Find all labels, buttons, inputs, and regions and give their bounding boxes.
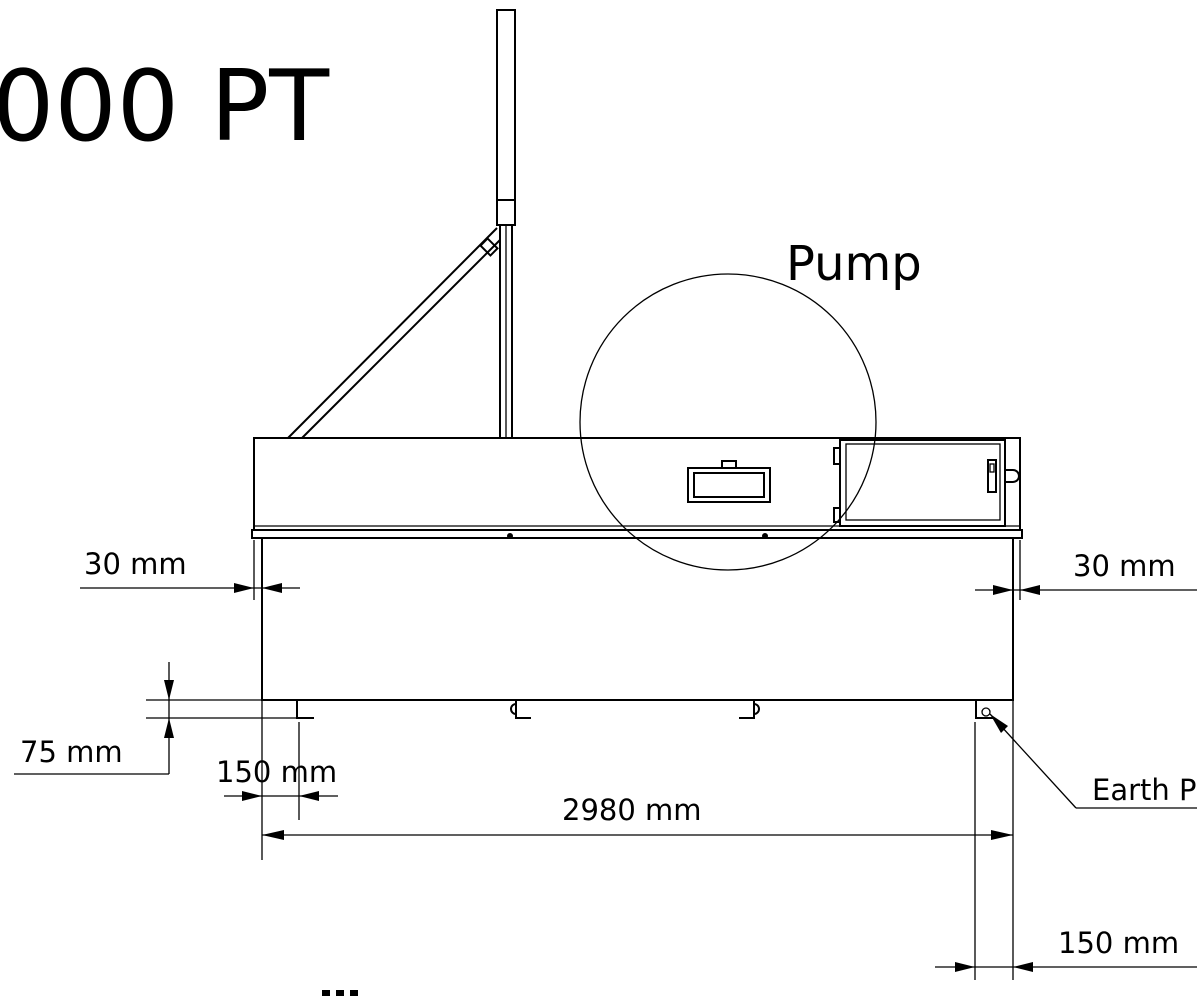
- dim-foot-height-label: 75 mm: [20, 735, 123, 769]
- mast: [479, 9, 516, 438]
- drawing-title: 000 PT: [0, 50, 330, 164]
- cropped-bottom-text: [322, 990, 358, 996]
- diagonal-strut: [287, 227, 501, 439]
- tank-feet: [296, 700, 994, 719]
- dim-foot-inset-left-label: 150 mm: [216, 755, 337, 789]
- dim-offset-right-label: 30 mm: [1073, 549, 1176, 583]
- handle: [687, 460, 771, 503]
- dimension-offset-right: 30 mm: [975, 549, 1197, 595]
- pump-cabinet: [833, 439, 1020, 527]
- tank-upper-housing: [251, 437, 1023, 539]
- dim-foot-inset-right-label: 150 mm: [1058, 926, 1179, 960]
- earth-point-callout: Earth P: [989, 713, 1197, 809]
- dimension-foot-height: 75 mm: [14, 662, 174, 775]
- dim-overall-length-label: 2980 mm: [562, 793, 702, 827]
- dimension-overall-length: 2980 mm: [262, 793, 1013, 840]
- pump-label: Pump: [786, 236, 922, 292]
- earth-point-label: Earth P: [1092, 773, 1196, 807]
- dimension-foot-inset-right: 150 mm: [935, 926, 1197, 972]
- tank-lower-body: [261, 537, 1014, 701]
- dim-offset-left-label: 30 mm: [84, 547, 187, 581]
- pump-detail-circle: [579, 273, 877, 571]
- dimension-foot-inset-left: 150 mm: [216, 755, 338, 801]
- dimension-offset-left: 30 mm: [80, 547, 300, 593]
